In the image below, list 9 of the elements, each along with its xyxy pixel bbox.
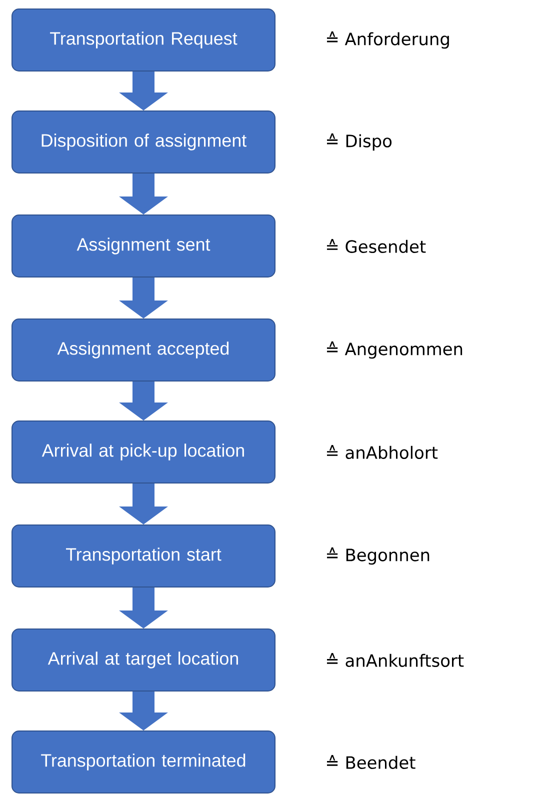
equivalent-term: ≙ Beendet bbox=[327, 755, 416, 769]
equivalent-term: ≙ Dispo bbox=[327, 133, 392, 151]
equivalent-term: ≙ anAnkunftsort bbox=[327, 653, 464, 667]
equivalent-term: ≙ anAbholort bbox=[327, 445, 438, 459]
process-box: Transportation Request bbox=[12, 8, 276, 72]
equivalent-term: ≙ Gesendet bbox=[327, 239, 426, 253]
equivalent-term: ≙ Anforderung bbox=[327, 31, 449, 49]
equivalent-term: ≙ Begonnen bbox=[327, 547, 430, 565]
equivalent-term: ≙ Angenommen bbox=[327, 341, 462, 359]
